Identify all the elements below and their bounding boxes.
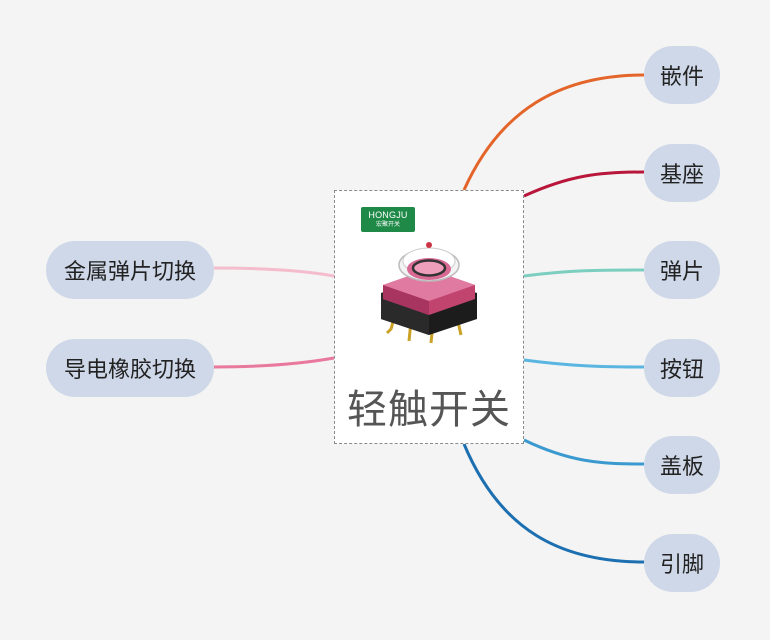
connector-jizuo (523, 170, 645, 198)
node-metal-dome-switching[interactable]: 金属弹片切换 (46, 241, 214, 299)
node-qianjian[interactable]: 嵌件 (644, 46, 720, 104)
connector-yinjiao (462, 443, 645, 564)
connector-tanpian (523, 268, 645, 278)
node-jizuo[interactable]: 基座 (644, 144, 720, 202)
node-conductive-rubber-switching[interactable]: 导电橡胶切换 (46, 339, 214, 397)
node-yinjiao[interactable]: 引脚 (644, 534, 720, 592)
brand-logo-cn: 宏聚开关 (375, 221, 400, 228)
node-tanpian[interactable]: 弹片 (644, 241, 720, 299)
connector-gaiban (523, 438, 645, 466)
tactile-switch-image (381, 242, 477, 344)
connector-daodian (213, 356, 335, 369)
node-gaiban[interactable]: 盖板 (644, 436, 720, 494)
center-title: 轻触开关 (347, 387, 511, 433)
node-anniu[interactable]: 按钮 (644, 339, 720, 397)
brand-logo: HONGJU 宏聚开关 (361, 207, 415, 232)
connector-qianjian (462, 73, 645, 191)
connector-jinshu (213, 266, 335, 278)
center-node[interactable]: HONGJU 宏聚开关 轻触开关 (334, 190, 524, 444)
connector-anniu (523, 358, 645, 369)
brand-logo-en: HONGJU (368, 210, 408, 220)
